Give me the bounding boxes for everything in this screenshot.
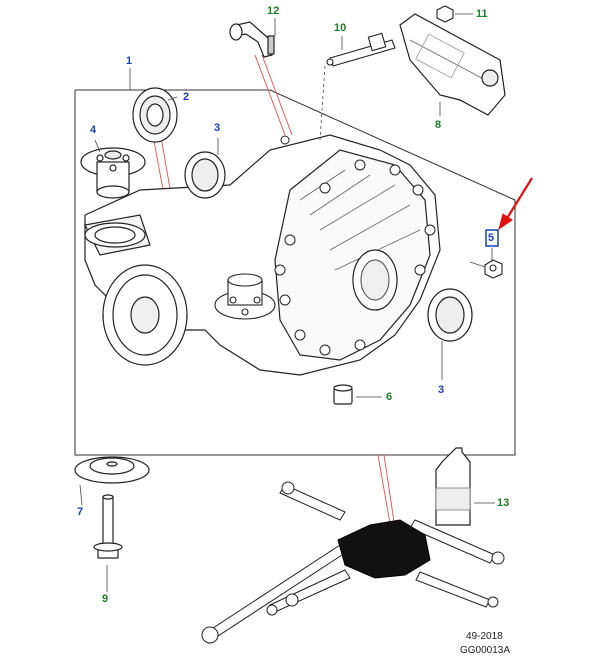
pinion-flange — [102, 264, 188, 366]
callout-13: 13 — [497, 497, 510, 509]
callout-2: 2 — [183, 91, 190, 103]
callout-4: 4 — [90, 124, 97, 136]
callout-10: 10 — [334, 22, 347, 34]
callout-9: 9 — [102, 593, 109, 605]
date-code: 49-2018 — [466, 631, 503, 642]
nut-part-11 — [436, 5, 454, 23]
assembly-frame — [74, 89, 516, 456]
driveline-overview — [201, 481, 505, 644]
nut-part-5 — [484, 259, 503, 279]
callout-11: 11 — [476, 8, 488, 20]
breather-part-12 — [229, 21, 275, 58]
washer-part-7 — [74, 456, 150, 484]
callout-6: 6 — [386, 391, 393, 403]
fluid-bottle-part-13 — [435, 447, 471, 526]
callout-5: 5 — [488, 232, 495, 244]
control-module-part-8 — [399, 13, 506, 116]
callout-12: 12 — [267, 5, 280, 17]
drawing-code: GG00013A — [460, 645, 511, 656]
callout-3-upper: 3 — [214, 122, 221, 134]
callout-8: 8 — [435, 119, 442, 131]
crossmember-bushing — [214, 273, 276, 320]
callout-7: 7 — [77, 506, 84, 518]
seal-part-2 — [132, 87, 178, 143]
highlight-box — [485, 229, 499, 247]
seal-part-3-upper — [184, 151, 226, 199]
bolt-part-9 — [93, 494, 123, 559]
red-pointer-arrow — [498, 177, 533, 231]
seal-part-3-lower — [427, 288, 473, 342]
callout-leaders — [79, 13, 495, 592]
overview-differential-highlight — [337, 519, 431, 579]
plug-part-6 — [333, 384, 353, 405]
cover-bolts — [274, 135, 436, 356]
stud-part-10 — [326, 32, 396, 67]
callout-1: 1 — [126, 55, 133, 67]
callout-3-lower: 3 — [438, 384, 445, 396]
mount-bushing-part-4 — [80, 147, 146, 199]
